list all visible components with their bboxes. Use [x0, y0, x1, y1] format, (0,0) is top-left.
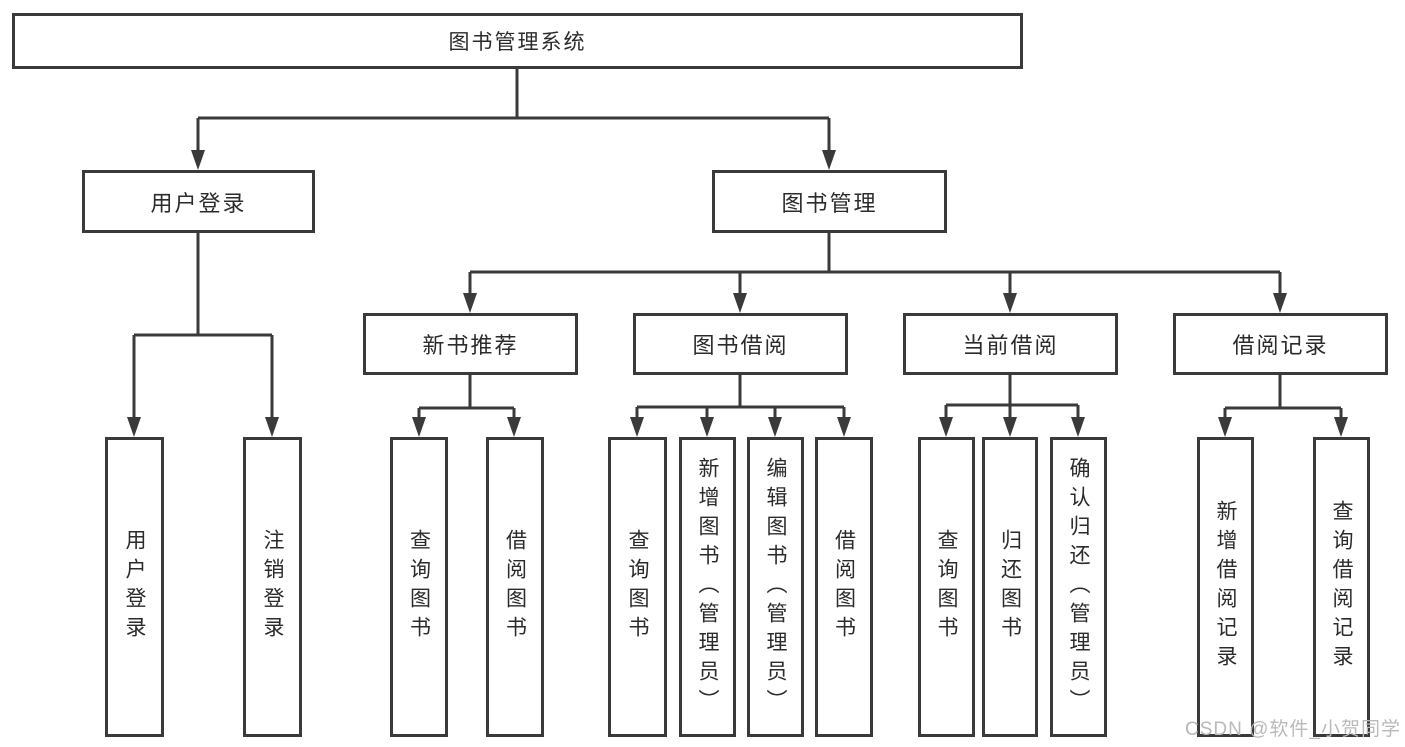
node-label: 图书管理系统 — [448, 31, 587, 54]
node-library-management-system: 图书管理系统 — [12, 13, 1023, 69]
arrowheads — [127, 150, 1348, 437]
leaf-label: 编辑图书（管理员） — [764, 456, 787, 718]
leaf-label: 查询借阅记录 — [1330, 500, 1353, 674]
node-label: 借阅记录 — [1232, 333, 1329, 358]
leaf-label: 查询图书 — [407, 529, 431, 645]
node-current-borrowing: 当前借阅 — [903, 313, 1118, 375]
node-user-login: 用户登录 — [82, 170, 315, 233]
leaf-confirm-return-admin: 确认归还（管理员） — [1050, 437, 1107, 737]
node-book-borrowing: 图书借阅 — [633, 313, 848, 375]
leaf-query-borrow-record: 查询借阅记录 — [1313, 437, 1370, 737]
leaf-logout: 注销登录 — [243, 437, 302, 737]
csdn-watermark: CSDN @软件_小贺同学 — [1185, 719, 1401, 740]
leaf-label: 归还图书 — [998, 529, 1022, 645]
leaf-borrow-books-recommend: 借阅图书 — [486, 437, 544, 737]
leaf-label: 借阅图书 — [503, 529, 527, 645]
leaf-return-books: 归还图书 — [982, 437, 1038, 737]
leaf-label: 用户登录 — [123, 529, 146, 645]
leaf-label: 新增图书（管理员） — [696, 456, 719, 718]
leaf-label: 注销登录 — [261, 529, 284, 645]
leaf-label: 新增借阅记录 — [1214, 500, 1237, 674]
leaf-label: 借阅图书 — [832, 529, 856, 645]
leaf-add-borrow-record: 新增借阅记录 — [1197, 437, 1254, 737]
node-label: 图书借阅 — [692, 333, 789, 358]
leaf-edit-books-admin: 编辑图书（管理员） — [747, 437, 804, 737]
node-label: 图书管理 — [781, 190, 878, 216]
node-borrowing-records: 借阅记录 — [1173, 313, 1388, 375]
leaf-label: 查询图书 — [626, 529, 649, 645]
node-label: 新书推荐 — [422, 333, 519, 358]
leaf-query-books-recommend: 查询图书 — [390, 437, 448, 737]
leaf-add-books-admin: 新增图书（管理员） — [679, 437, 736, 737]
node-label: 用户登录 — [150, 190, 247, 216]
leaf-label: 查询图书 — [935, 529, 958, 645]
node-book-management: 图书管理 — [712, 170, 947, 233]
node-new-book-recommend: 新书推荐 — [363, 313, 578, 375]
leaf-user-login: 用户登录 — [105, 437, 164, 737]
leaf-label: 确认归还（管理员） — [1067, 456, 1090, 718]
node-label: 当前借阅 — [962, 333, 1059, 358]
leaf-query-books-current: 查询图书 — [918, 437, 975, 737]
leaf-borrow-books: 借阅图书 — [815, 437, 873, 737]
leaf-query-books-borrow: 查询图书 — [608, 437, 667, 737]
